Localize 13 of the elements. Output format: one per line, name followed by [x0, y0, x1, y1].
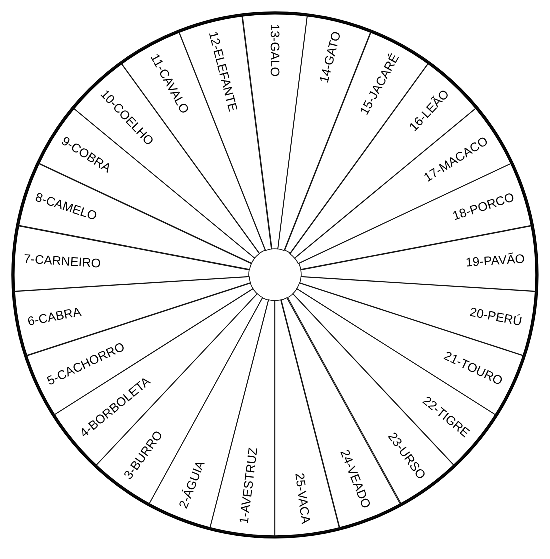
sector-label: 13-GALO — [268, 24, 282, 77]
wheel-sector — [11, 224, 252, 294]
wheel-sector — [273, 298, 342, 539]
wheel-sector — [240, 11, 310, 252]
sector-label: 25-VACA — [293, 472, 314, 525]
wheel-sector — [208, 298, 277, 539]
sector-label: 6-CABRA — [27, 304, 83, 329]
sector-label: 7-CARNEIRO — [24, 252, 102, 272]
sector-label: 20-PERÚ — [468, 305, 523, 329]
wheel-sector — [298, 224, 539, 294]
sector-label: 14-GATO — [318, 30, 344, 84]
sector-label: 19-PAVÃO — [466, 252, 526, 270]
sector-label: 1-AVESTRUZ — [236, 446, 260, 525]
